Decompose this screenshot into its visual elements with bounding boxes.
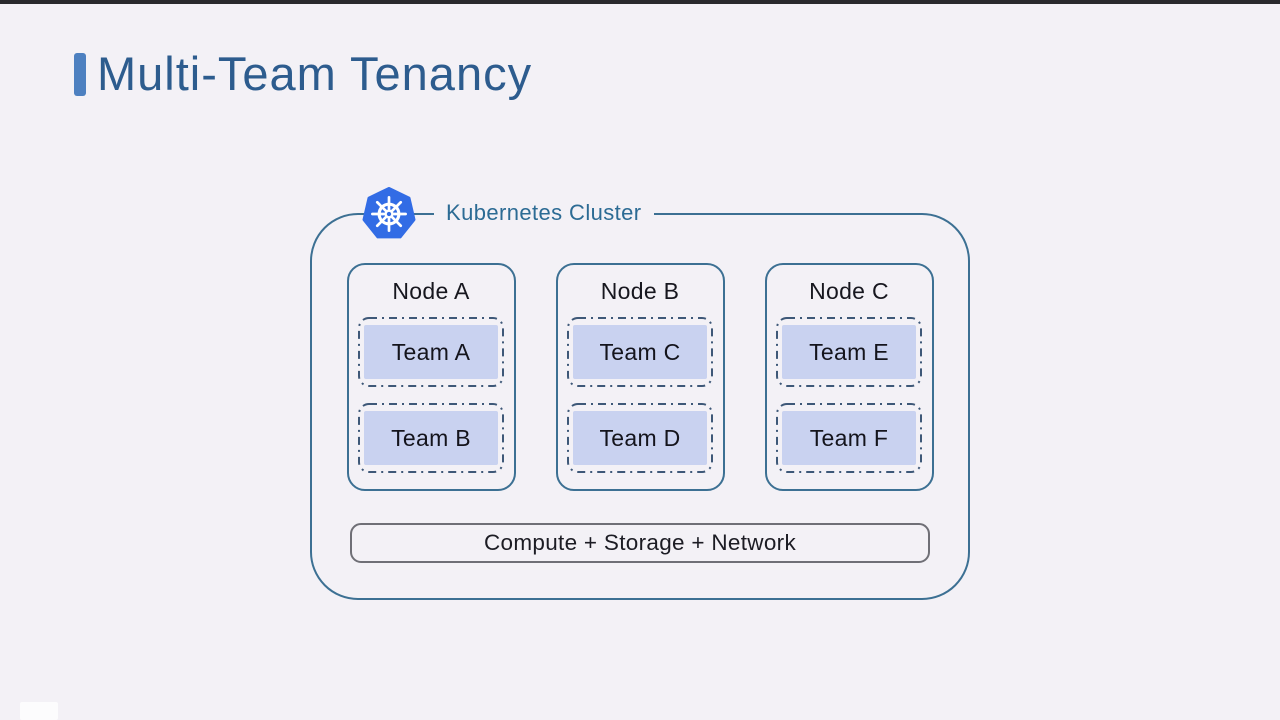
infrastructure-bar: Compute + Storage + Network [350, 523, 930, 563]
kubernetes-cluster-container: Kubernetes Cluster Node A Team A Team B … [310, 187, 970, 600]
cluster-label: Kubernetes Cluster [434, 197, 654, 229]
team-chip: Team C [573, 325, 707, 379]
page-title: Multi-Team Tenancy [97, 47, 533, 100]
team-slot: Team B [358, 403, 504, 473]
slide-header: Multi-Team Tenancy [74, 46, 532, 102]
team-slot: Team E [776, 317, 922, 387]
team-chip: Team B [364, 411, 498, 465]
dash-border [776, 317, 922, 387]
infrastructure-label: Compute + Storage + Network [483, 530, 796, 555]
dash-border [567, 317, 713, 387]
node-title: Node B [600, 278, 680, 304]
node-title: Node C [809, 278, 889, 304]
dash-border [567, 403, 713, 473]
team-slot: Team D [567, 403, 713, 473]
node-title: Node A [392, 278, 470, 304]
kubernetes-icon [362, 187, 416, 241]
team-chip: Team D [573, 411, 707, 465]
bottom-left-watermark [20, 702, 58, 720]
team-slot: Team C [567, 317, 713, 387]
team-chip: Team A [364, 325, 498, 379]
node-card-c: Node C Team E Team F [764, 263, 934, 491]
team-slot: Team F [776, 403, 922, 473]
node-card-a: Node A Team A Team B [346, 263, 516, 491]
dash-border [358, 403, 504, 473]
top-edge-strip [0, 0, 1280, 4]
dash-border [358, 317, 504, 387]
node-card-b: Node B Team C Team D [555, 263, 725, 491]
team-chip: Team F [782, 411, 916, 465]
title-accent-bar [74, 52, 86, 96]
team-slot: Team A [358, 317, 504, 387]
team-chip: Team E [782, 325, 916, 379]
nodes-row: Node A Team A Team B Node B Team C [312, 263, 968, 491]
dash-border [776, 403, 922, 473]
